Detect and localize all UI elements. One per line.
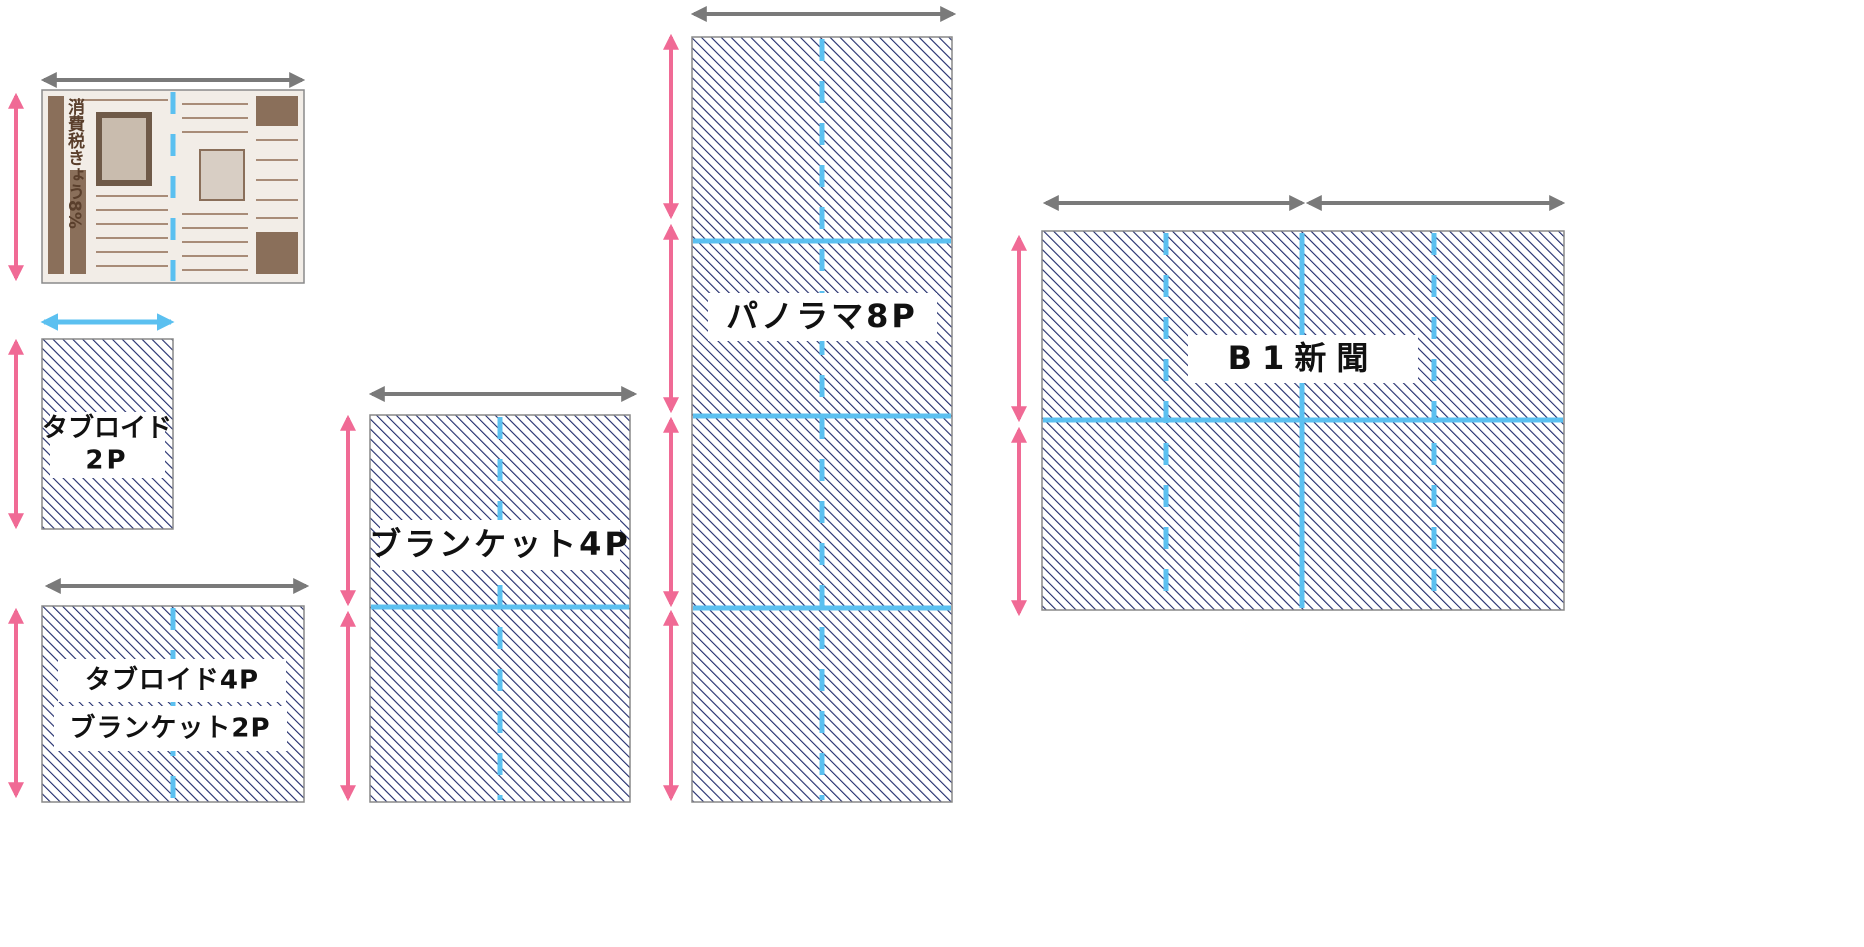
blanket-4p-label: ブランケット4P <box>369 525 631 563</box>
tabloid-4p-label: タブロイド4P <box>85 665 259 696</box>
b1-newspaper-panel: B1新聞 <box>1011 195 1566 617</box>
blanket-4p-panel: ブランケット4P <box>340 386 638 803</box>
b1-newspaper-label: B1新聞 <box>1228 339 1379 377</box>
newspaper-photo-icon: 消費税きょう8% <box>41 89 305 284</box>
panorama-8p-panel: パノラマ8P <box>663 6 957 803</box>
panorama-8p-label: パノラマ8P <box>726 297 918 335</box>
tabloid-2p-label-line1: タブロイド <box>42 413 172 444</box>
blanket-2p-label: ブランケット2P <box>69 713 270 744</box>
tabloid-2p-panel: タブロイド 2P <box>8 313 175 530</box>
newspaper-headline: 消費税きょう8% <box>64 97 85 229</box>
tabloid-4p-blanket-2p-panel: タブロイド4P ブランケット2P <box>8 578 310 803</box>
tabloid-2p-label-line2: 2P <box>85 446 128 476</box>
newspaper-photo-panel: 消費税きょう8% <box>8 72 306 284</box>
